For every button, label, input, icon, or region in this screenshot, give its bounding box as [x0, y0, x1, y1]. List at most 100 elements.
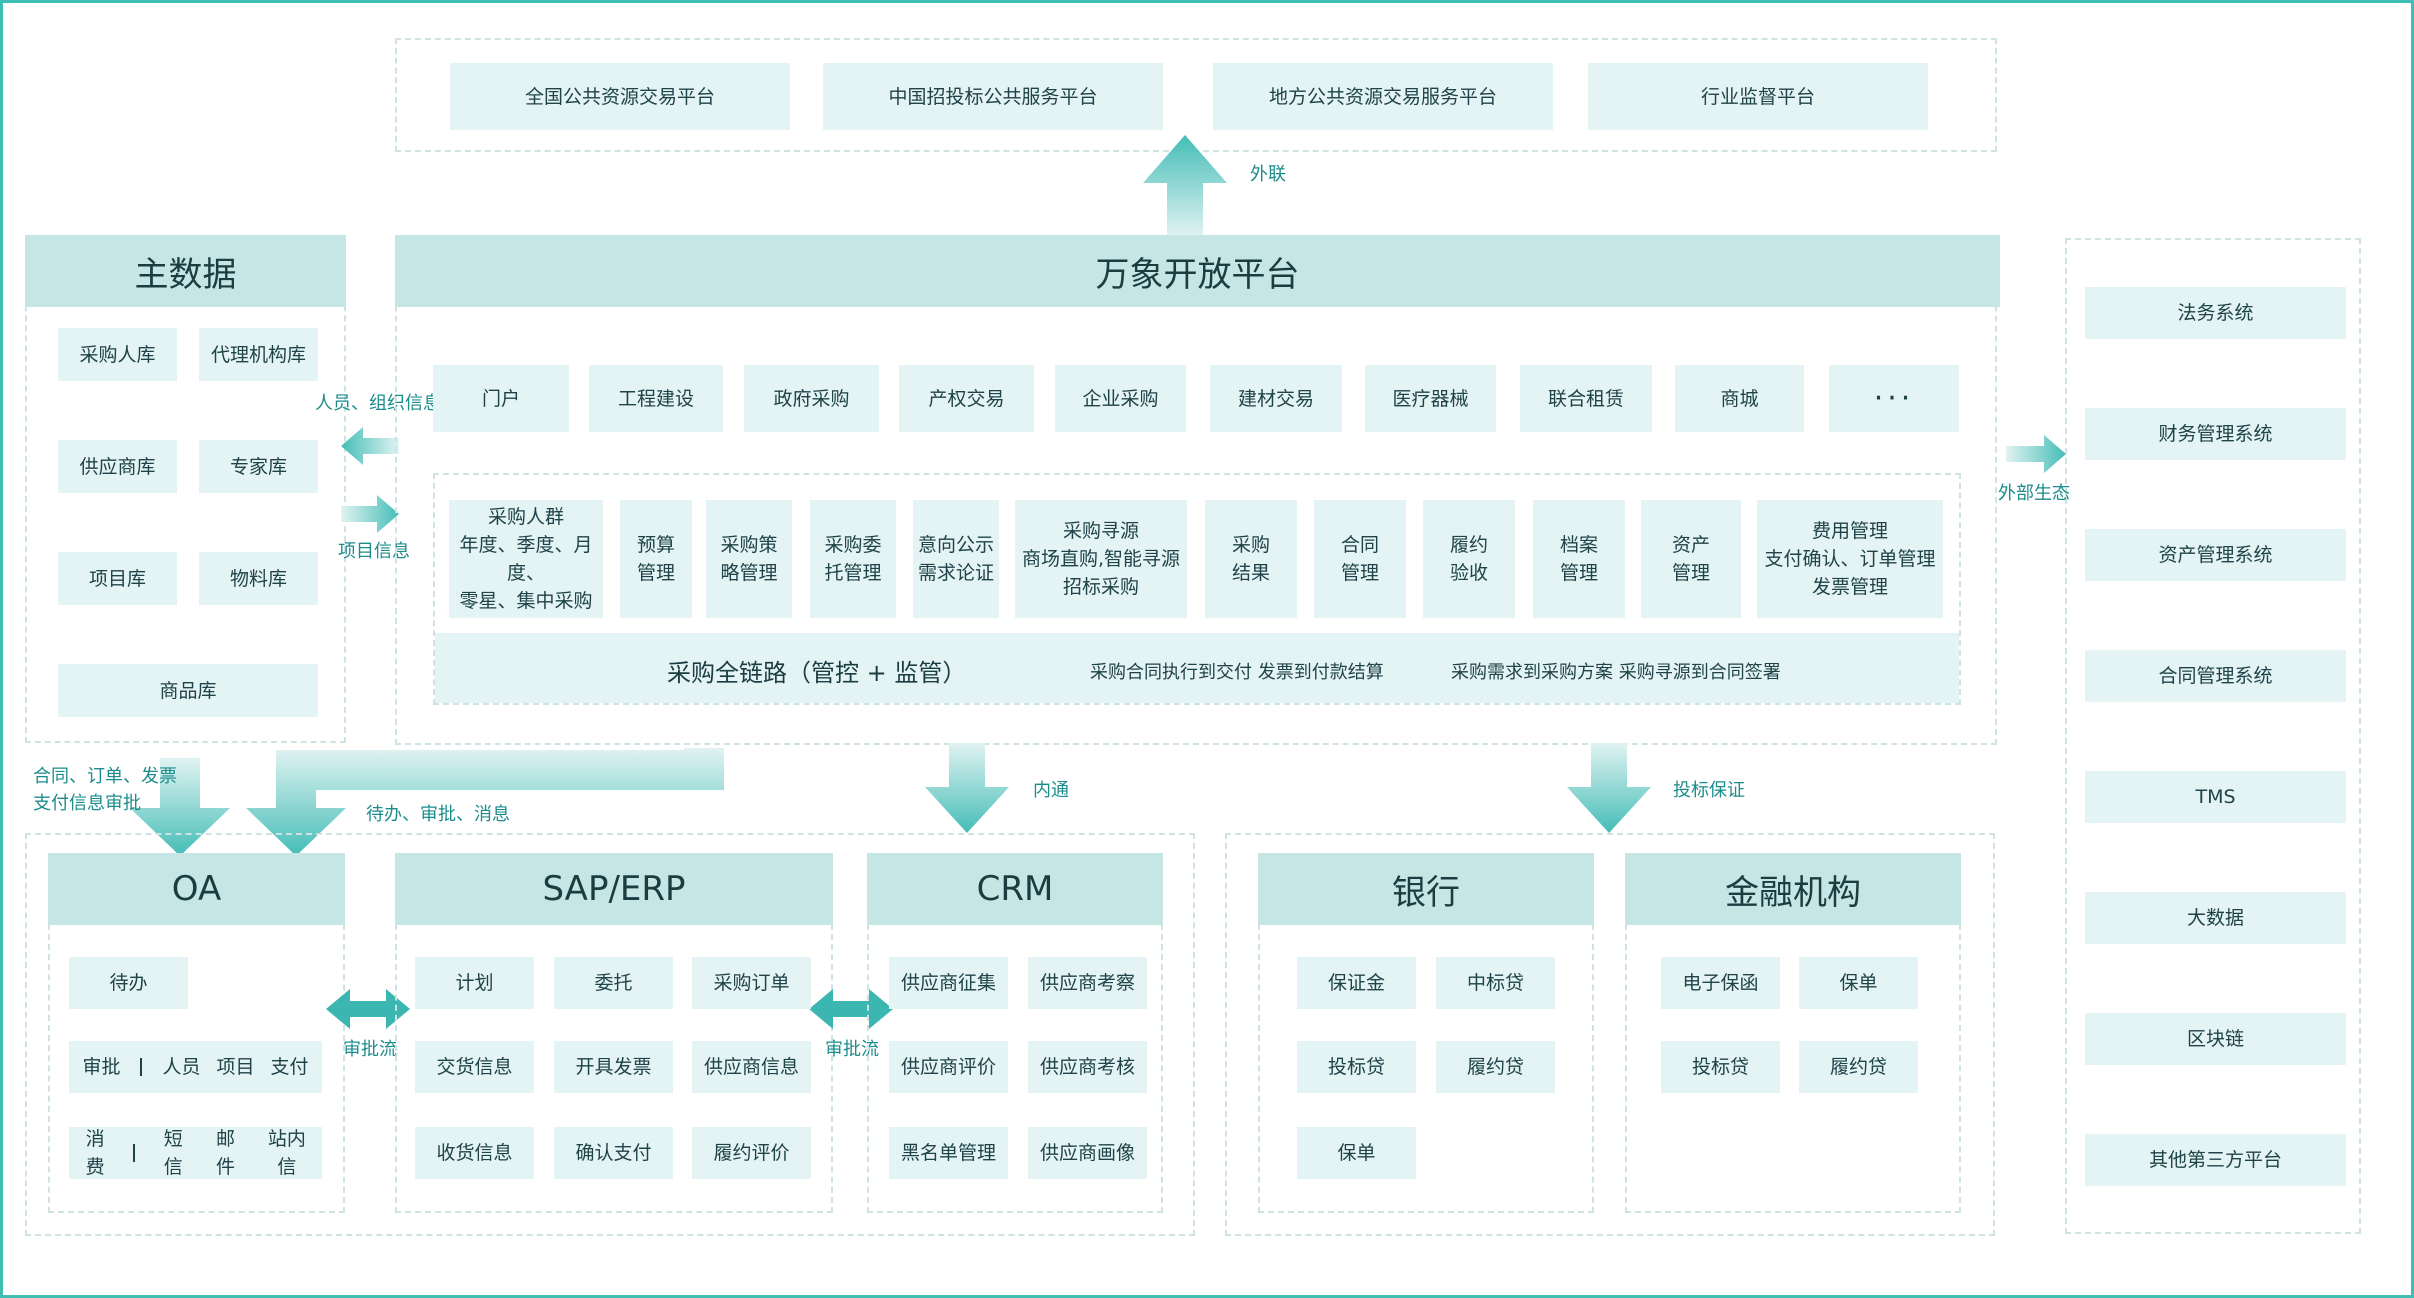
process-item[interactable]: 采购 结果	[1205, 500, 1297, 618]
sap-item[interactable]: 供应商信息	[692, 1041, 811, 1093]
oa-row2-item-2[interactable]: 项目	[216, 1056, 255, 1078]
ecosystem-item[interactable]: 大数据	[2085, 892, 2346, 944]
process-item[interactable]: 预算 管理	[620, 500, 692, 618]
process-item[interactable]: 合同 管理	[1314, 500, 1406, 618]
master-data-item[interactable]: 物料库	[199, 552, 318, 605]
bank-item[interactable]: 投标贷	[1297, 1041, 1416, 1093]
ecosystem-item[interactable]: 区块链	[2085, 1013, 2346, 1065]
more-scenarios-icon[interactable]: ···	[1829, 365, 1959, 432]
oa-row3-item-3[interactable]: 站内信	[267, 1128, 306, 1178]
ecosystem-item[interactable]: 合同管理系统	[2085, 650, 2346, 702]
ecosystem-item[interactable]: 资产管理系统	[2085, 529, 2346, 581]
finance-item[interactable]: 电子保函	[1661, 957, 1780, 1009]
crm-item[interactable]: 供应商画像	[1028, 1127, 1147, 1179]
scenario-item[interactable]: 联合租赁	[1520, 365, 1652, 432]
sap-item[interactable]: 收货信息	[415, 1127, 534, 1179]
process-item[interactable]: 采购人群 年度、季度、月度、 零星、集中采购	[449, 500, 603, 618]
process-item[interactable]: 采购委 托管理	[810, 500, 896, 618]
procurement-chain-text-1: 采购合同执行到交付 发票到付款结算	[1090, 662, 1384, 683]
external-link-arrow	[1143, 135, 1227, 237]
master-data-title: 主数据	[25, 235, 346, 307]
ecosystem-item[interactable]: TMS	[2085, 771, 2346, 823]
scenario-item[interactable]: 建材交易	[1210, 365, 1342, 432]
people-org-arrow	[341, 427, 399, 465]
master-data-item[interactable]: 代理机构库	[199, 328, 318, 381]
sap-item[interactable]: 确认支付	[554, 1127, 673, 1179]
people-org-label: 人员、组织信息	[315, 393, 441, 414]
scenario-item[interactable]: 商城	[1675, 365, 1804, 432]
project-info-arrow	[341, 495, 399, 533]
bank-item[interactable]: 保证金	[1297, 957, 1416, 1009]
scenario-item[interactable]: 产权交易	[899, 365, 1034, 432]
sap-item[interactable]: 计划	[415, 957, 534, 1009]
external-eco-arrow	[2006, 435, 2066, 473]
crm-item[interactable]: 供应商征集	[889, 957, 1008, 1009]
scenario-item[interactable]: 政府采购	[744, 365, 879, 432]
separator	[140, 1058, 143, 1076]
oa-row3-item-2[interactable]: 邮件	[216, 1128, 236, 1178]
ecosystem-item[interactable]: 其他第三方平台	[2085, 1134, 2346, 1186]
open-platform-title: 万象开放平台	[395, 235, 2000, 307]
external-platform-national[interactable]: 全国公共资源交易平台	[450, 63, 790, 130]
oa-row3-item-1[interactable]: 短信	[163, 1128, 183, 1178]
crm-item[interactable]: 供应商评价	[889, 1041, 1008, 1093]
bank-title: 银行	[1258, 853, 1594, 925]
sap-item[interactable]: 交货信息	[415, 1041, 534, 1093]
approval-flow-arrow-2	[809, 989, 893, 1029]
oa-row3-item-0[interactable]: 消费	[85, 1128, 105, 1178]
oa-row2-item-3[interactable]: 支付	[270, 1056, 309, 1078]
crm-title: CRM	[867, 853, 1163, 925]
oa-approval-row[interactable]: 审批 人员项目支付	[69, 1041, 322, 1093]
bank-item[interactable]: 保单	[1297, 1127, 1416, 1179]
sap-item[interactable]: 开具发票	[554, 1041, 673, 1093]
ecosystem-item[interactable]: 法务系统	[2085, 287, 2346, 339]
internal-label: 内通	[1033, 780, 1069, 801]
contract-order-arrow	[130, 758, 230, 856]
todo-approval-label: 待办、审批、消息	[366, 804, 510, 825]
ecosystem-item[interactable]: 财务管理系统	[2085, 408, 2346, 460]
external-platform-local[interactable]: 地方公共资源交易服务平台	[1213, 63, 1553, 130]
oa-message-row[interactable]: 消费 短信邮件站内信	[69, 1127, 322, 1179]
internal-arrow	[925, 743, 1009, 833]
process-item[interactable]: 采购寻源 商场直购,智能寻源 招标采购	[1015, 500, 1187, 618]
finance-item[interactable]: 履约贷	[1799, 1041, 1918, 1093]
scenario-item[interactable]: 医疗器械	[1365, 365, 1496, 432]
master-data-item[interactable]: 采购人库	[58, 328, 177, 381]
process-item[interactable]: 资产 管理	[1641, 500, 1741, 618]
bid-guarantee-label: 投标保证	[1673, 780, 1745, 801]
finance-item[interactable]: 保单	[1799, 957, 1918, 1009]
external-platform-supervision[interactable]: 行业监督平台	[1588, 63, 1928, 130]
process-item[interactable]: 意向公示 需求论证	[913, 500, 999, 618]
crm-item[interactable]: 黑名单管理	[889, 1127, 1008, 1179]
approval-flow-arrow-1	[326, 989, 410, 1029]
master-data-item[interactable]: 项目库	[58, 552, 177, 605]
sap-item[interactable]: 委托	[554, 957, 673, 1009]
process-item[interactable]: 档案 管理	[1533, 500, 1625, 618]
finance-title: 金融机构	[1625, 853, 1961, 925]
oa-todo[interactable]: 待办	[69, 957, 188, 1009]
scenario-item[interactable]: 企业采购	[1055, 365, 1186, 432]
bank-item[interactable]: 中标贷	[1436, 957, 1555, 1009]
master-data-item[interactable]: 商品库	[58, 664, 318, 717]
oa-row2-item-1[interactable]: 人员	[162, 1056, 201, 1078]
crm-item[interactable]: 供应商考核	[1028, 1041, 1147, 1093]
crm-item[interactable]: 供应商考察	[1028, 957, 1147, 1009]
external-platform-china-bidding[interactable]: 中国招投标公共服务平台	[823, 63, 1163, 130]
master-data-item[interactable]: 供应商库	[58, 440, 177, 493]
finance-item[interactable]: 投标贷	[1661, 1041, 1780, 1093]
process-item[interactable]: 履约 验收	[1423, 500, 1515, 618]
process-item[interactable]: 费用管理 支付确认、订单管理 发票管理	[1757, 500, 1943, 618]
process-item[interactable]: 采购策 略管理	[706, 500, 792, 618]
oa-row2-item-0[interactable]: 审批	[82, 1056, 121, 1078]
bank-item[interactable]: 履约贷	[1436, 1041, 1555, 1093]
project-info-label: 项目信息	[338, 541, 410, 562]
procurement-chain-title: 采购全链路（管控 + 监管）	[667, 659, 967, 687]
sap-item[interactable]: 采购订单	[692, 957, 811, 1009]
scenario-item[interactable]: 工程建设	[589, 365, 723, 432]
master-data-item[interactable]: 专家库	[199, 440, 318, 493]
sap-item[interactable]: 履约评价	[692, 1127, 811, 1179]
process-group	[433, 473, 1961, 705]
approval-flow-label-1: 审批流	[343, 1039, 397, 1060]
scenario-item[interactable]: 门户	[433, 365, 569, 432]
